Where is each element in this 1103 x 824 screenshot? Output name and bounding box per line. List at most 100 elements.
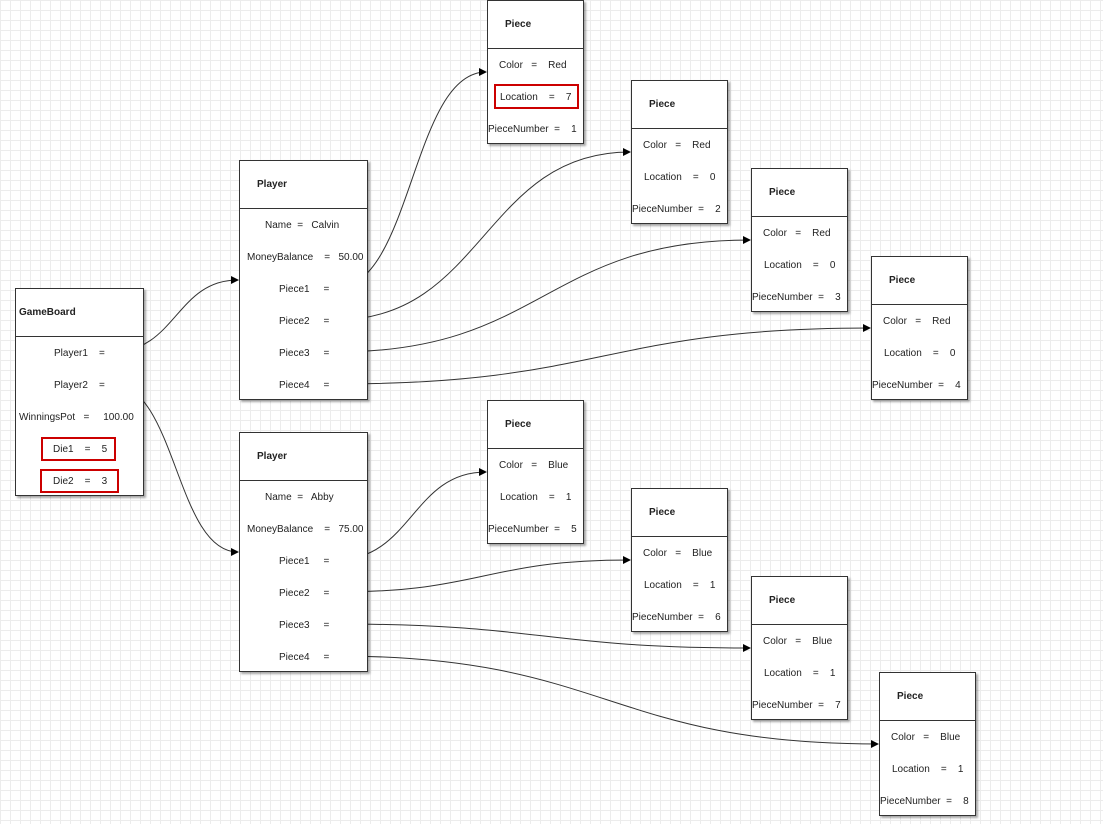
piece-node-7[interactable]: Piece Color = Blue Location = 1 PieceNum… xyxy=(751,576,848,720)
edge-calvin-piece3[interactable] xyxy=(335,236,751,353)
piece-location-label: Location = 1 xyxy=(500,491,572,503)
player-piece2-label: Piece2 = xyxy=(279,587,330,599)
gameboard-winningspot-label: WinningsPot = 100.00 xyxy=(19,411,134,423)
piece-number-label: PieceNumber = 4 xyxy=(872,379,961,391)
gameboard-player1-row: Player1 = xyxy=(16,337,143,369)
piece-color-label: Color = Blue xyxy=(643,547,713,559)
piece-node-2[interactable]: Piece Color = Red Location = 0 PieceNumb… xyxy=(631,80,728,224)
player-moneybalance-row: MoneyBalance = 75.00 xyxy=(240,513,367,545)
piece-location-label: Location = 1 xyxy=(892,763,964,775)
piece-title: Piece xyxy=(880,673,975,721)
piece-color-row: Color = Blue xyxy=(632,537,727,569)
player-piece1-label: Piece1 = xyxy=(279,555,330,567)
edge-abby-piece3[interactable] xyxy=(335,623,751,652)
piece-color-row: Color = Red xyxy=(752,217,847,249)
gameboard-winningspot-row: WinningsPot = 100.00 xyxy=(16,401,143,433)
player-piece2-row: Piece2 = xyxy=(240,305,367,337)
piece-number-row: PieceNumber = 6 xyxy=(632,601,727,633)
piece-location-row: Location = 0 xyxy=(752,249,847,281)
piece-location-label: Location = 1 xyxy=(764,667,836,679)
piece-location-row: Location = 0 xyxy=(872,337,967,369)
piece-color-label: Color = Blue xyxy=(891,731,961,743)
piece-color-label: Color = Blue xyxy=(763,635,833,647)
piece-number-row: PieceNumber = 5 xyxy=(488,513,583,545)
player-piece3-row: Piece3 = xyxy=(240,337,367,369)
piece-color-row: Color = Blue xyxy=(880,721,975,753)
player-moneybalance-row: MoneyBalance = 50.00 xyxy=(240,241,367,273)
gameboard-die2-row: Die2 = 3 xyxy=(16,465,143,497)
piece-node-8[interactable]: Piece Color = Blue Location = 1 PieceNum… xyxy=(879,672,976,816)
player-piece3-row: Piece3 = xyxy=(240,609,367,641)
piece-number-label: PieceNumber = 2 xyxy=(632,203,721,215)
player-node-calvin[interactable]: Player Name = Calvin MoneyBalance = 50.0… xyxy=(239,160,368,400)
piece-color-row: Color = Blue xyxy=(488,449,583,481)
player-name-label: Name = Calvin xyxy=(265,219,340,231)
piece-number-row: PieceNumber = 3 xyxy=(752,281,847,313)
piece-color-label: Color = Red xyxy=(499,59,567,71)
piece-number-row: PieceNumber = 7 xyxy=(752,689,847,721)
player-title: Player xyxy=(240,161,367,209)
player-piece1-label: Piece1 = xyxy=(279,283,330,295)
player-title: Player xyxy=(240,433,367,481)
piece-title: Piece xyxy=(752,577,847,625)
piece-color-label: Color = Blue xyxy=(499,459,569,471)
player-piece2-row: Piece2 = xyxy=(240,577,367,609)
piece-color-label: Color = Red xyxy=(883,315,951,327)
piece-location-label: Location = 1 xyxy=(644,579,716,591)
player-piece1-row: Piece1 = xyxy=(240,545,367,577)
piece-number-row: PieceNumber = 4 xyxy=(872,369,967,401)
piece-number-row: PieceNumber = 2 xyxy=(632,193,727,225)
piece-color-row: Color = Red xyxy=(632,129,727,161)
player-piece4-row: Piece4 = xyxy=(240,641,367,673)
edge-abby-piece4[interactable] xyxy=(335,655,879,748)
gameboard-die2-label: Die2 = 3 xyxy=(53,475,108,487)
gameboard-die1-row: Die1 = 5 xyxy=(16,433,143,465)
piece-node-5[interactable]: Piece Color = Blue Location = 1 PieceNum… xyxy=(487,400,584,544)
piece-color-row: Color = Blue xyxy=(752,625,847,657)
piece-title: Piece xyxy=(488,1,583,49)
piece-number-row: PieceNumber = 1 xyxy=(488,113,583,145)
gameboard-player2-label: Player2 = xyxy=(54,379,105,391)
piece-node-4[interactable]: Piece Color = Red Location = 0 PieceNumb… xyxy=(871,256,968,400)
piece-title: Piece xyxy=(488,401,583,449)
piece-node-3[interactable]: Piece Color = Red Location = 0 PieceNumb… xyxy=(751,168,848,312)
piece-number-label: PieceNumber = 6 xyxy=(632,611,721,623)
piece-node-6[interactable]: Piece Color = Blue Location = 1 PieceNum… xyxy=(631,488,728,632)
piece-location-row: Location = 1 xyxy=(632,569,727,601)
player-name-label: Name = Abby xyxy=(265,491,334,503)
player-piece4-label: Piece4 = xyxy=(279,379,330,391)
piece-location-row: Location = 7 xyxy=(488,81,583,113)
piece-number-row: PieceNumber = 8 xyxy=(880,785,975,817)
piece-color-row: Color = Red xyxy=(488,49,583,81)
gameboard-title: GameBoard xyxy=(16,289,143,337)
piece-location-row: Location = 1 xyxy=(752,657,847,689)
gameboard-node[interactable]: GameBoard Player1 = Player2 = WinningsPo… xyxy=(15,288,144,496)
piece-location-label: Location = 0 xyxy=(884,347,956,359)
piece-number-label: PieceNumber = 8 xyxy=(880,795,969,807)
piece-location-row: Location = 1 xyxy=(880,753,975,785)
edge-abby-piece2[interactable] xyxy=(335,556,631,593)
piece-number-label: PieceNumber = 3 xyxy=(752,291,841,303)
piece-number-label: PieceNumber = 5 xyxy=(488,523,577,535)
player-name-row: Name = Abby xyxy=(240,481,367,513)
piece-node-1[interactable]: Piece Color = Red Location = 7 PieceNumb… xyxy=(487,0,584,144)
player-piece3-label: Piece3 = xyxy=(279,619,330,631)
piece-location-label: Location = 0 xyxy=(644,171,716,183)
piece-title: Piece xyxy=(752,169,847,217)
piece-location-label: Location = 0 xyxy=(764,259,836,271)
edge-calvin-piece2[interactable] xyxy=(335,148,631,321)
piece-location-label: Location = 7 xyxy=(500,91,572,103)
player-node-abby[interactable]: Player Name = Abby MoneyBalance = 75.00 … xyxy=(239,432,368,672)
player-piece4-label: Piece4 = xyxy=(279,651,330,663)
piece-location-row: Location = 1 xyxy=(488,481,583,513)
player-piece3-label: Piece3 = xyxy=(279,347,330,359)
piece-title: Piece xyxy=(632,489,727,537)
player-moneybalance-label: MoneyBalance = 50.00 xyxy=(247,251,364,263)
gameboard-die1-label: Die1 = 5 xyxy=(53,443,108,455)
player-name-row: Name = Calvin xyxy=(240,209,367,241)
piece-color-label: Color = Red xyxy=(763,227,831,239)
edge-calvin-piece4[interactable] xyxy=(335,324,871,385)
player-piece2-label: Piece2 = xyxy=(279,315,330,327)
gameboard-player1-label: Player1 = xyxy=(54,347,105,359)
